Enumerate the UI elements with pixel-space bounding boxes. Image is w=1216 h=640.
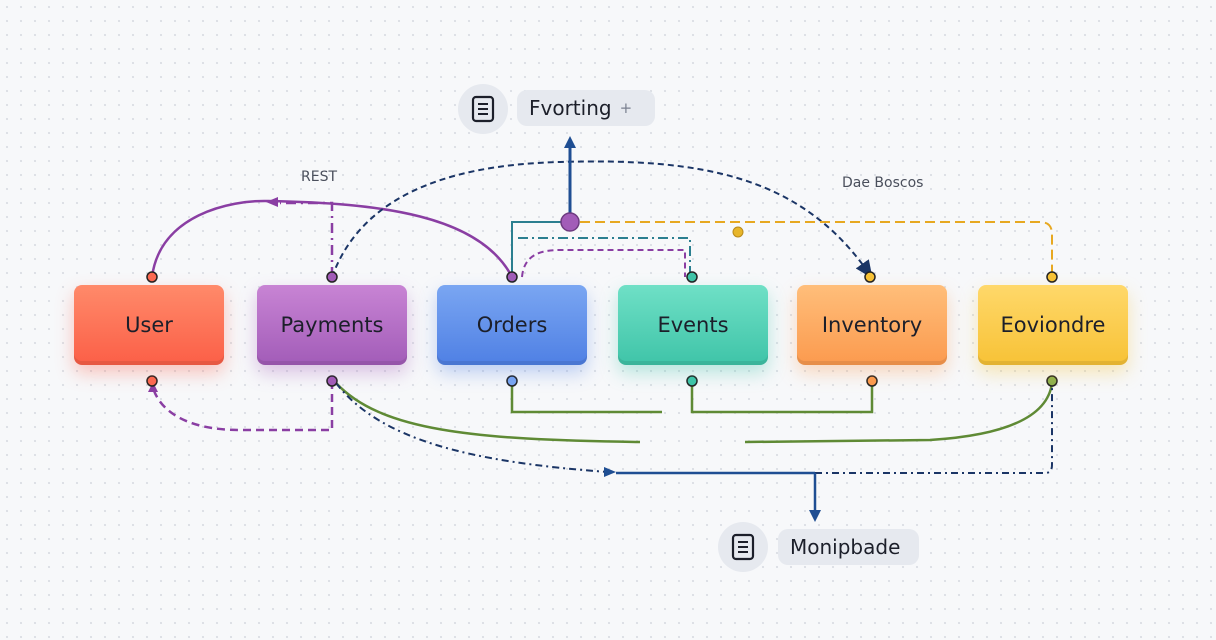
dae-boscos-label: Dae Boscos (842, 175, 924, 191)
document-icon[interactable] (718, 522, 768, 572)
bus-to-eoviondre-dashed (815, 383, 1053, 474)
document-icon[interactable] (458, 84, 508, 134)
service-node-events[interactable]: Events (618, 285, 768, 365)
rest-label: REST (301, 169, 338, 185)
payments-inventory-dashed (331, 160, 873, 279)
service-node-inventory[interactable]: Inventory (797, 285, 947, 365)
hub-top-arrow (564, 136, 576, 148)
orders-events-dashed (518, 237, 691, 277)
hub-to-eoviondre-dashed (580, 221, 1053, 272)
top-endpoint-pill[interactable]: Fvorting + (517, 90, 655, 126)
payments-green-curve (335, 382, 641, 444)
document-icon-glyph (471, 95, 495, 123)
orders-inventory-green (510, 381, 662, 414)
orders-events-bracket (511, 221, 570, 277)
service-node-user[interactable]: User (74, 285, 224, 365)
service-node-payments[interactable]: Payments (257, 285, 407, 365)
eoviondre-green-curve (744, 382, 1054, 444)
user-payments-dashed (151, 381, 334, 432)
top-endpoint-label: Fvorting (529, 96, 612, 120)
floating-dot (732, 226, 744, 238)
bottom-endpoint-pill[interactable]: Monipbade (778, 529, 919, 565)
rest-arrow-head (266, 197, 278, 207)
hub-dot (560, 212, 580, 232)
service-node-eoviondre[interactable]: Eoviondre (978, 285, 1128, 365)
payments-bus-dashed (335, 382, 609, 473)
events-inventory-green (690, 381, 874, 414)
add-icon[interactable]: + (619, 99, 633, 117)
payments-rest-dashed (280, 201, 334, 277)
bottom-endpoint-label: Monipbade (790, 535, 901, 559)
document-icon-glyph (731, 533, 755, 561)
orders-events-purple-dashed (521, 249, 686, 278)
service-node-orders[interactable]: Orders (437, 285, 587, 365)
